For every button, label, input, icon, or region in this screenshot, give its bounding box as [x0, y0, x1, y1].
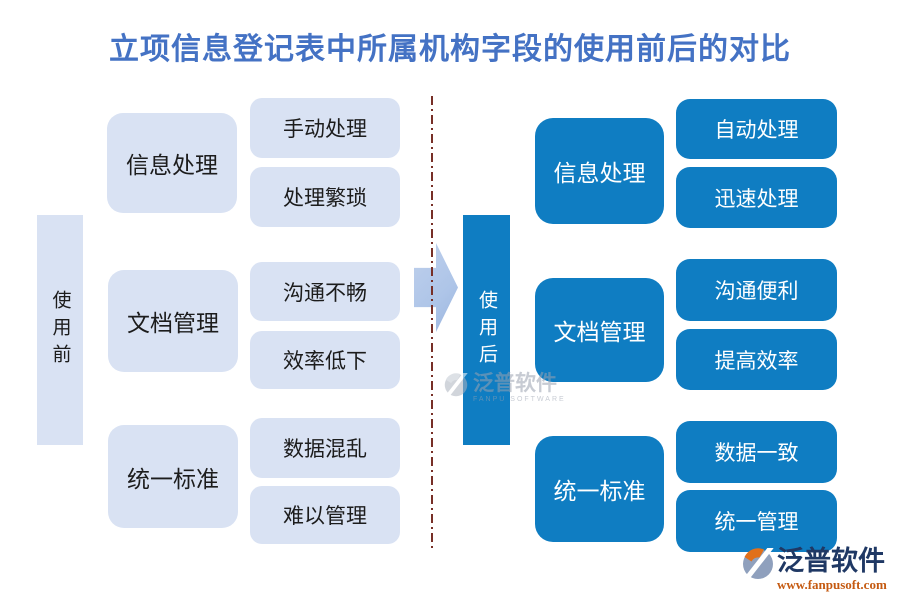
before-category-unified-standard: 统一标准	[108, 425, 238, 528]
after-bar: 使用后	[463, 215, 510, 445]
before-category-document-management: 文档管理	[108, 270, 238, 372]
before-item-low-efficiency: 效率低下	[250, 331, 400, 389]
before-bar: 使用前	[37, 215, 83, 445]
after-category-document-management: 文档管理	[535, 278, 664, 382]
after-bar-label: 使用后	[476, 289, 497, 371]
divider-dashed-line	[431, 96, 433, 548]
after-item-unified-management: 统一管理	[676, 490, 837, 552]
fanpu-url-text: www.fanpusoft.com	[777, 577, 887, 592]
before-item-manual-processing: 手动处理	[250, 98, 400, 158]
fanpu-logo: 泛普软件 www.fanpusoft.com	[742, 545, 887, 593]
watermark-subtext: FANPU SOFTWARE	[473, 396, 566, 404]
transition-arrow-icon	[414, 243, 458, 332]
after-category-info-processing: 信息处理	[535, 118, 664, 224]
before-item-poor-communication: 沟通不畅	[250, 262, 400, 321]
fanpu-logo-icon	[742, 545, 774, 585]
after-item-improved-efficiency: 提高效率	[676, 329, 837, 390]
page-title: 立项信息登记表中所属机构字段的使用前后的对比	[109, 33, 791, 66]
before-item-cumbersome-processing: 处理繁琐	[250, 167, 400, 227]
after-item-convenient-communication: 沟通便利	[676, 259, 837, 321]
after-item-consistent-data: 数据一致	[676, 421, 837, 483]
before-item-data-chaos: 数据混乱	[250, 418, 400, 478]
watermark-brand-text: 泛普软件	[473, 372, 557, 395]
fanpu-brand-text: 泛普软件	[777, 546, 885, 576]
before-bar-label: 使用前	[49, 289, 71, 371]
after-category-unified-standard: 统一标准	[535, 436, 664, 542]
after-item-automatic-processing: 自动处理	[676, 99, 837, 159]
before-category-info-processing: 信息处理	[107, 113, 237, 213]
before-item-hard-to-manage: 难以管理	[250, 486, 400, 544]
after-item-rapid-processing: 迅速处理	[676, 167, 837, 228]
watermark: 泛普软件 FANPU SOFTWARE	[444, 370, 566, 404]
watermark-logo-icon	[444, 370, 468, 402]
